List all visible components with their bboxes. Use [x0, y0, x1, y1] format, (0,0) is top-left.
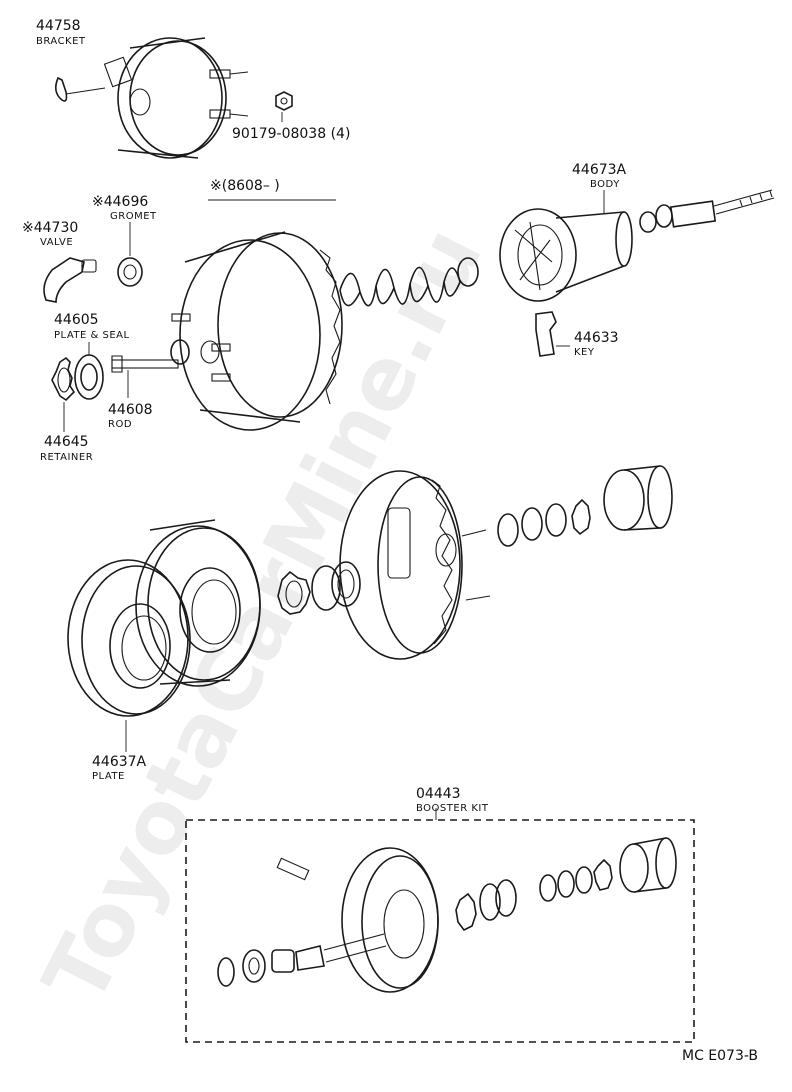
retainer-part-name: RETAINER — [40, 452, 93, 463]
kit-contents — [217, 837, 677, 993]
valve-part-number: ※44730 — [22, 220, 78, 236]
key-part-name: KEY — [574, 347, 595, 358]
body-part-number: 44673A — [572, 162, 627, 178]
nut-part — [275, 91, 293, 122]
valve-part-name: VALVE — [40, 237, 73, 248]
grommet-part-name: GROMET — [110, 211, 157, 222]
small-parts-stack — [497, 498, 591, 547]
drawing-code: MC E073-B — [682, 1048, 758, 1064]
plate-part-number: 44637A — [92, 754, 147, 770]
valve-body-part — [499, 190, 633, 302]
retainer-part — [51, 356, 76, 432]
bracket-part-name: BRACKET — [36, 36, 86, 47]
serial-range-label: ※(8608– ) — [210, 178, 280, 194]
bracket-part-number: 44758 — [36, 18, 81, 34]
booster-kit-number: 04443 — [416, 786, 461, 802]
boot-part-lower — [603, 465, 673, 531]
reaction-disc — [457, 257, 479, 287]
key-part — [535, 311, 570, 357]
booster-shell-main — [171, 231, 343, 431]
rod-part-name: ROD — [108, 419, 132, 430]
valve-part — [43, 257, 97, 303]
rod-part — [111, 339, 190, 398]
grommet-part-number: ※44696 — [92, 194, 148, 210]
nut-part-number: 90179-08038 (4) — [232, 126, 350, 142]
plunger-rod-assembly — [639, 189, 775, 233]
grommet-part — [117, 222, 143, 287]
diaphragm-part — [135, 519, 261, 687]
rod-part-number: 44608 — [108, 402, 153, 418]
booster-kit-box — [185, 819, 695, 1043]
booster-shell-front — [339, 470, 491, 660]
body-part-name: BODY — [590, 179, 620, 190]
key-part-number: 44633 — [574, 330, 619, 346]
plate-seal-part-name: PLATE & SEAL — [54, 330, 130, 341]
bracket-part — [54, 76, 106, 102]
booster-kit-name: BOOSTER KIT — [416, 803, 489, 814]
plate-seal-part — [74, 342, 104, 400]
plate-seal-part-number: 44605 — [54, 312, 99, 328]
return-spring — [339, 266, 461, 307]
retainer-part-number: 44645 — [44, 434, 89, 450]
booster-assembly-small — [103, 37, 249, 159]
retainer-ring-lower — [277, 570, 311, 615]
plate-part-name: PLATE — [92, 771, 125, 782]
